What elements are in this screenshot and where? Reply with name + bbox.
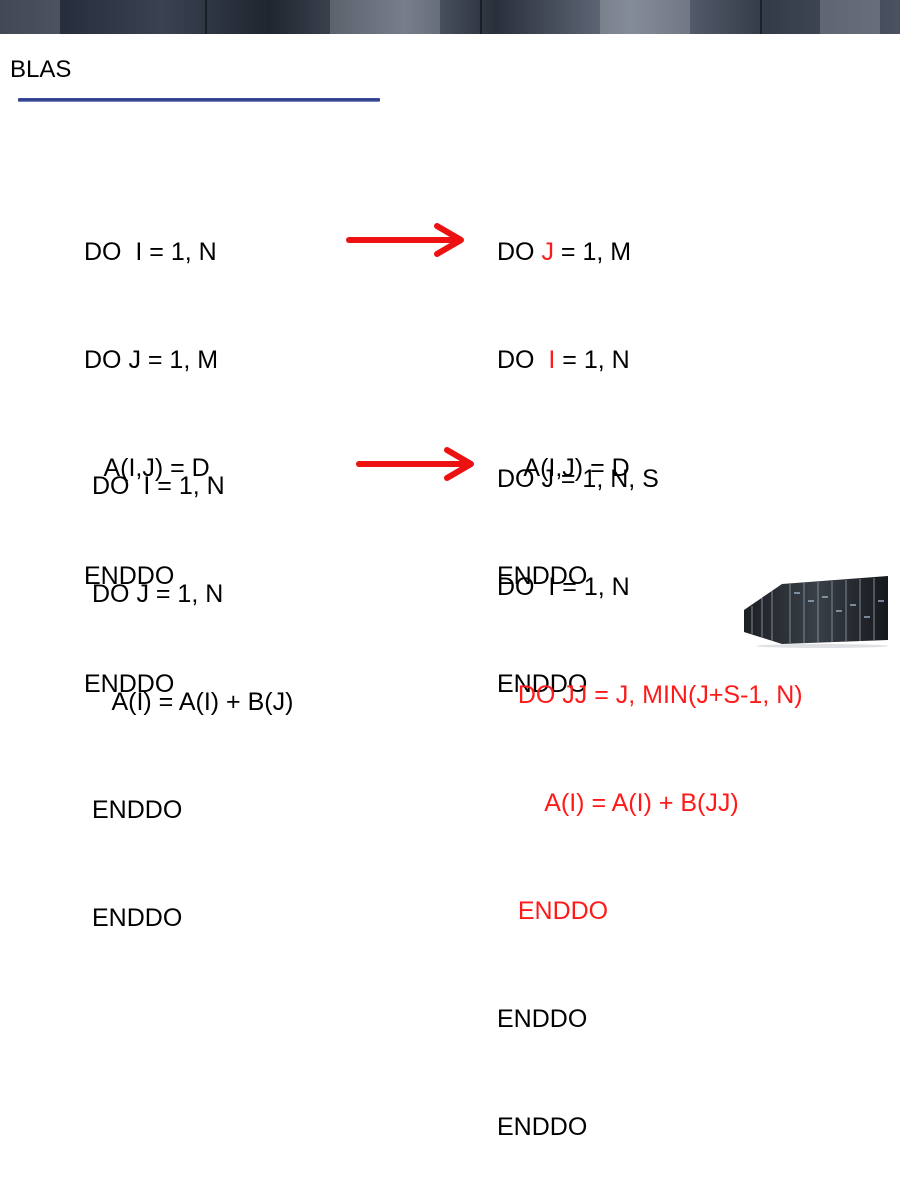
header-banner [0,0,900,34]
code-line-highlighted: ENDDO [497,897,609,925]
slide-title: BLAS [10,56,72,83]
right-arrow-icon [346,223,464,257]
code-line: DO I = 1, N [497,573,630,601]
code-line: DO I = 1, N [92,472,225,500]
banner-divider [480,0,482,34]
code-line-highlighted: A(I) = A(I) + B(JJ) [497,789,739,817]
code-line: ENDDO [92,796,183,824]
code-line: DO J = 1, M [84,346,219,374]
banner-highlight [600,0,690,34]
right-arrow-icon [356,447,474,481]
banner-highlight [820,0,880,34]
code-line: ENDDO [92,904,183,932]
banner-divider [205,0,207,34]
code-line: DO J = 1, M [497,238,632,266]
code-line: A(I) = A(I) + B(J) [92,688,294,716]
banner-divider [760,0,762,34]
banner-highlight [0,0,60,34]
swapped-index: J [541,238,554,266]
banner-highlight [330,0,440,34]
code-line: ENDDO [84,562,175,590]
code-line: A(I,J) = D [497,454,630,482]
code-line-highlighted: DO JJ = J, MIN(J+S-1, N) [497,681,803,709]
code-line: A(I,J) = D [84,454,210,482]
code-line: ENDDO [497,1113,588,1141]
code-line: DO I = 1, N [84,238,217,266]
code-line: ENDDO [497,1005,588,1033]
loop-block-2-strip-mined: DO J = 1, N, S DO I = 1, N DO JJ = J, MI… [497,389,803,1181]
code-line: DO J = 1, N, S [497,465,659,493]
code-line: DO I = 1, N [497,346,630,374]
title-underline [18,98,380,102]
loop-block-2-original: DO I = 1, N DO J = 1, N A(I) = A(I) + B(… [92,396,293,972]
code-line: ENDDO [497,562,588,590]
swapped-index: I [548,346,556,374]
code-line: DO J = 1, N [92,580,224,608]
server-racks-icon [744,576,888,648]
